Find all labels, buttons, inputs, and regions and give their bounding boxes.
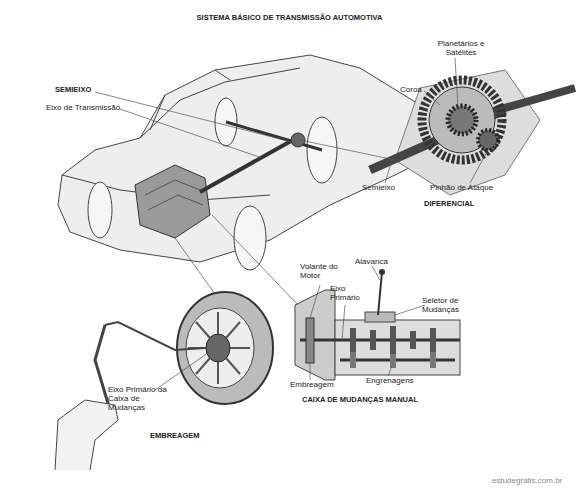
gearbox-inset (295, 269, 460, 380)
part-label: Eixo Primário da Caixa de Mudanças (108, 386, 170, 413)
lever-knob (379, 269, 385, 275)
part-label: Alavanca (355, 258, 405, 267)
front-left-wheel (88, 182, 112, 238)
section-label: DIFERENCIAL (424, 200, 504, 208)
differential-case (395, 70, 540, 195)
part-label: Eixo de Transmissão (46, 104, 136, 113)
planet-gears (448, 106, 476, 134)
leader-line (372, 266, 380, 280)
part-label: Engrenagens (366, 377, 431, 386)
counter-shaft (340, 359, 455, 362)
rear-axle (226, 122, 322, 150)
clutch-inset (55, 292, 273, 470)
gear (370, 330, 376, 350)
clutch-pedal (95, 325, 110, 410)
engine-block (135, 165, 210, 238)
engine-detail (145, 180, 203, 210)
leader-line (470, 150, 488, 183)
leader-line (175, 238, 215, 294)
leader-line (385, 160, 392, 183)
front-right-wheel (234, 206, 266, 270)
ring-gear-teeth (422, 80, 502, 160)
gear (430, 328, 436, 352)
leader-line (155, 350, 212, 390)
section-label: EMBREAGEM (150, 432, 220, 440)
part-label: Eixo Primário (330, 285, 366, 303)
part-label: Volante do Motor (300, 263, 344, 281)
watermark: estudegratis.com.br (492, 477, 577, 486)
gearbox-case (335, 320, 460, 375)
leader-line (310, 364, 311, 380)
leader-line (120, 109, 262, 158)
gear (390, 326, 396, 354)
gear (390, 354, 396, 368)
diagram-title: SISTEMA BÁSICO DE TRANSMISSÃO AUTOMOTIVA (0, 14, 579, 22)
leader-line (300, 140, 395, 160)
drive-shaft (200, 136, 300, 192)
part-label: Seletor de Mudanças (422, 297, 472, 315)
leader-line (388, 366, 392, 376)
part-label: Semieixo (362, 184, 412, 193)
differential-inset (370, 70, 575, 195)
engine (135, 165, 210, 238)
gear (410, 331, 416, 349)
driveline (200, 122, 322, 192)
bell-housing (295, 290, 335, 380)
differential-housing (291, 133, 305, 147)
leader-line (455, 58, 458, 108)
axle-label: SEMIEIXO (55, 86, 115, 94)
flywheel (306, 318, 314, 363)
leader-line (310, 285, 320, 318)
gear (430, 352, 436, 368)
gear (350, 328, 356, 352)
part-label: Coroa (400, 86, 440, 95)
pinion-gear (478, 130, 498, 150)
clutch-linkage (105, 322, 205, 350)
leader-line (424, 91, 440, 105)
leader-line (395, 305, 425, 315)
selector-housing (365, 312, 395, 322)
section-label: CAIXA DE MUDANÇAS MANUAL (302, 396, 442, 404)
gear-lever (378, 272, 382, 315)
part-label: Embreagem (290, 381, 350, 390)
leader-lines (95, 58, 488, 390)
part-label: Planetários e Satélites (430, 40, 492, 58)
part-label: Pinhão de Ataque (430, 184, 510, 193)
leader-line (212, 215, 298, 305)
gear (350, 352, 356, 368)
leader-line (342, 305, 345, 340)
